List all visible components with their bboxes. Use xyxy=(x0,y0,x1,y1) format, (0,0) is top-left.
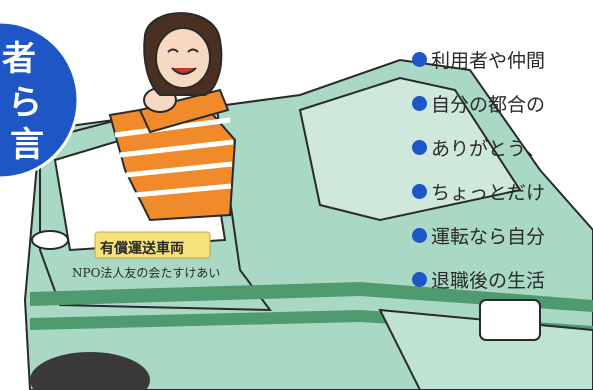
car-wheel xyxy=(30,352,150,390)
bullet-text: 自分の都合の xyxy=(431,93,546,116)
bullet-item: 自分の都合の xyxy=(412,84,593,122)
woman-eye xyxy=(187,48,199,53)
car-headlight xyxy=(479,299,541,341)
bullet-item: 利用者や仲間 xyxy=(412,40,593,78)
bullet-item: 退職後の生活 xyxy=(412,260,593,298)
car-stripe xyxy=(30,282,593,312)
bullet-item: ありがとう、 xyxy=(412,128,593,166)
woman-arm xyxy=(138,88,230,134)
woman-eye xyxy=(167,48,179,53)
badge-text-line-3: 言 xyxy=(10,125,44,165)
badge-text-line-2: ら xyxy=(8,83,42,123)
badge-text-line-1: 者 xyxy=(2,39,36,79)
bullet-dot-icon xyxy=(412,139,427,155)
bullet-dot-icon xyxy=(412,227,427,243)
bullet-text: ありがとう、 xyxy=(431,137,546,160)
sweater-stripes xyxy=(114,117,234,198)
plate-organization: NPO法人友の会たすけあい xyxy=(72,266,221,280)
bullet-text: 退職後の生活 xyxy=(431,269,546,292)
bullet-item: 運転なら自分 xyxy=(412,216,593,254)
woman-face xyxy=(155,27,211,89)
bullet-item: ちょっとだけ xyxy=(412,172,593,210)
badge-circle xyxy=(0,20,80,180)
bullet-dot-icon xyxy=(412,271,427,287)
bullet-text: 利用者や仲間 xyxy=(431,49,546,72)
bullet-dot-icon xyxy=(412,51,427,67)
bullet-dot-icon xyxy=(412,95,427,111)
woman-smile xyxy=(171,67,197,75)
car-windshield xyxy=(298,76,522,222)
side-mirror xyxy=(31,230,69,250)
bullet-text: ちょっとだけ xyxy=(431,181,546,204)
vehicle-plate xyxy=(94,231,211,259)
bullet-list: 利用者や仲間 自分の都合の ありがとう、 ちょっとだけ 運転なら自分 退職後の生… xyxy=(412,40,593,304)
plate-title: 有償運送車両 xyxy=(100,241,184,257)
bullet-dot-icon xyxy=(412,183,427,199)
bullet-text: 運転なら自分 xyxy=(431,225,546,248)
